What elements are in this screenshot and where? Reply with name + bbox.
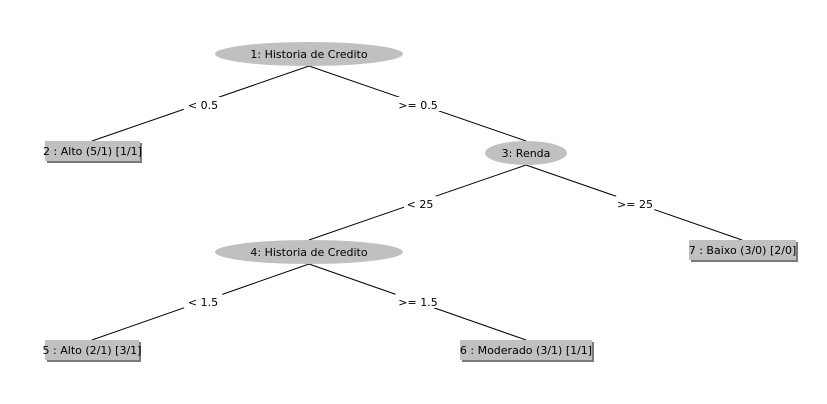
leaf-node-n5[interactable]: 5 : Alto (2/1) [3/1] — [43, 340, 142, 362]
edge-label: >= 1.5 — [398, 296, 437, 309]
edge-label: < 0.5 — [188, 99, 218, 112]
split-node-n4[interactable]: 4: Historia de Credito — [215, 240, 403, 264]
split-node-n3[interactable]: 3: Renda — [485, 141, 567, 165]
edge-label: >= 0.5 — [398, 99, 437, 112]
edge-label-background — [615, 196, 655, 210]
edge-label-background — [183, 294, 223, 308]
node-label: 5 : Alto (2/1) [3/1] — [43, 344, 142, 357]
edge-label: < 1.5 — [188, 296, 218, 309]
split-node-ellipse — [215, 42, 403, 66]
edges-layer: < 0.5 >= 0.5 < 25 >= 25 < 1.5 >= 1.5 — [91, 65, 743, 341]
node-label: 7 : Baixo (3/0) [2/0] — [689, 244, 797, 257]
leaf-node-n2[interactable]: 2 : Alto (5/1) [1/1] — [43, 141, 142, 163]
edge-n4-n5: < 1.5 — [91, 263, 310, 341]
nodes-layer: 1: Historia de Credito 2 : Alto (5/1) [1/… — [43, 42, 798, 362]
split-node-ellipse — [485, 141, 567, 165]
edge-n3-n7: >= 25 — [525, 164, 743, 241]
split-node-n1[interactable]: 1: Historia de Credito — [215, 42, 403, 66]
node-label: 2 : Alto (5/1) [1/1] — [43, 145, 142, 158]
edge-n1-n3: >= 0.5 — [308, 65, 527, 142]
node-label: 3: Renda — [502, 147, 551, 160]
edge-label-background — [404, 196, 436, 210]
edge-n4-n6: >= 1.5 — [308, 263, 527, 341]
edge-label-background — [395, 294, 441, 308]
leaf-node-box — [45, 141, 140, 161]
edge-n1-n2: < 0.5 — [91, 65, 310, 142]
node-label: 1: Historia de Credito — [250, 48, 367, 61]
leaf-node-n7[interactable]: 7 : Baixo (3/0) [2/0] — [689, 240, 798, 262]
leaf-node-box — [45, 340, 139, 360]
edge-n3-n4: < 25 — [308, 164, 527, 241]
node-label: 4: Historia de Credito — [250, 246, 367, 259]
edge-label: >= 25 — [617, 198, 653, 211]
edge-label: < 25 — [407, 198, 434, 211]
split-node-ellipse — [215, 240, 403, 264]
leaf-node-box — [689, 240, 796, 260]
leaf-node-box — [460, 340, 592, 360]
node-label: 6 : Moderado (3/1) [1/1] — [460, 344, 592, 357]
edge-label-background — [395, 97, 441, 111]
edge-label-background — [183, 97, 223, 111]
leaf-node-n6[interactable]: 6 : Moderado (3/1) [1/1] — [460, 340, 594, 362]
